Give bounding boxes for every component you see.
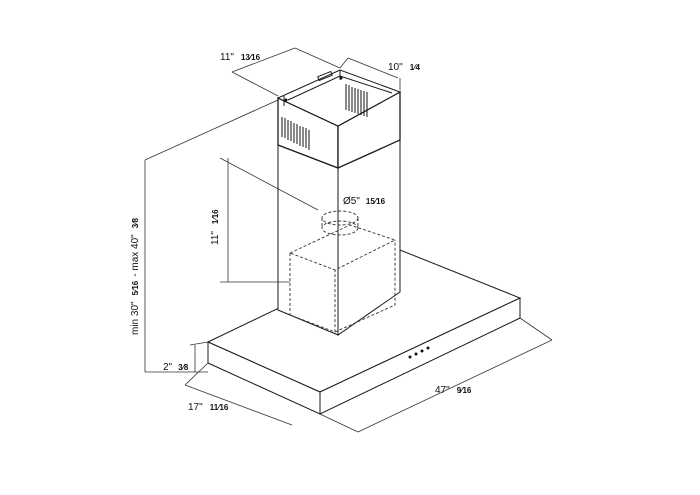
chimney-depth-label: 11" 13⁄16 bbox=[220, 47, 261, 64]
vent-grille-right bbox=[345, 84, 368, 117]
hidden-motor-housing bbox=[288, 210, 397, 333]
dimension-labels: 11" 13⁄16 10" 1⁄4 Ø5" 15⁄16 11" 1⁄16 min… bbox=[125, 47, 472, 414]
duct-height-label: 11" 1⁄16 bbox=[205, 209, 222, 245]
control-buttons bbox=[408, 346, 430, 359]
dimension-lines bbox=[144, 47, 553, 433]
hood-canopy bbox=[206, 249, 522, 415]
hood-thickness-label: 2" 3⁄8 bbox=[163, 357, 189, 374]
vent-grille-left bbox=[281, 117, 310, 150]
chimney bbox=[276, 69, 402, 336]
hood-depth-label: 17" 11⁄16 bbox=[188, 397, 229, 414]
mount-height-label: min 30" 5⁄16 - max 40" 3⁄8 bbox=[125, 217, 142, 335]
duct-diameter-label: Ø5" 15⁄16 bbox=[343, 191, 386, 208]
hood-width-label: 47" 9⁄16 bbox=[435, 380, 472, 397]
chimney-width-label: 10" 1⁄4 bbox=[388, 57, 420, 74]
